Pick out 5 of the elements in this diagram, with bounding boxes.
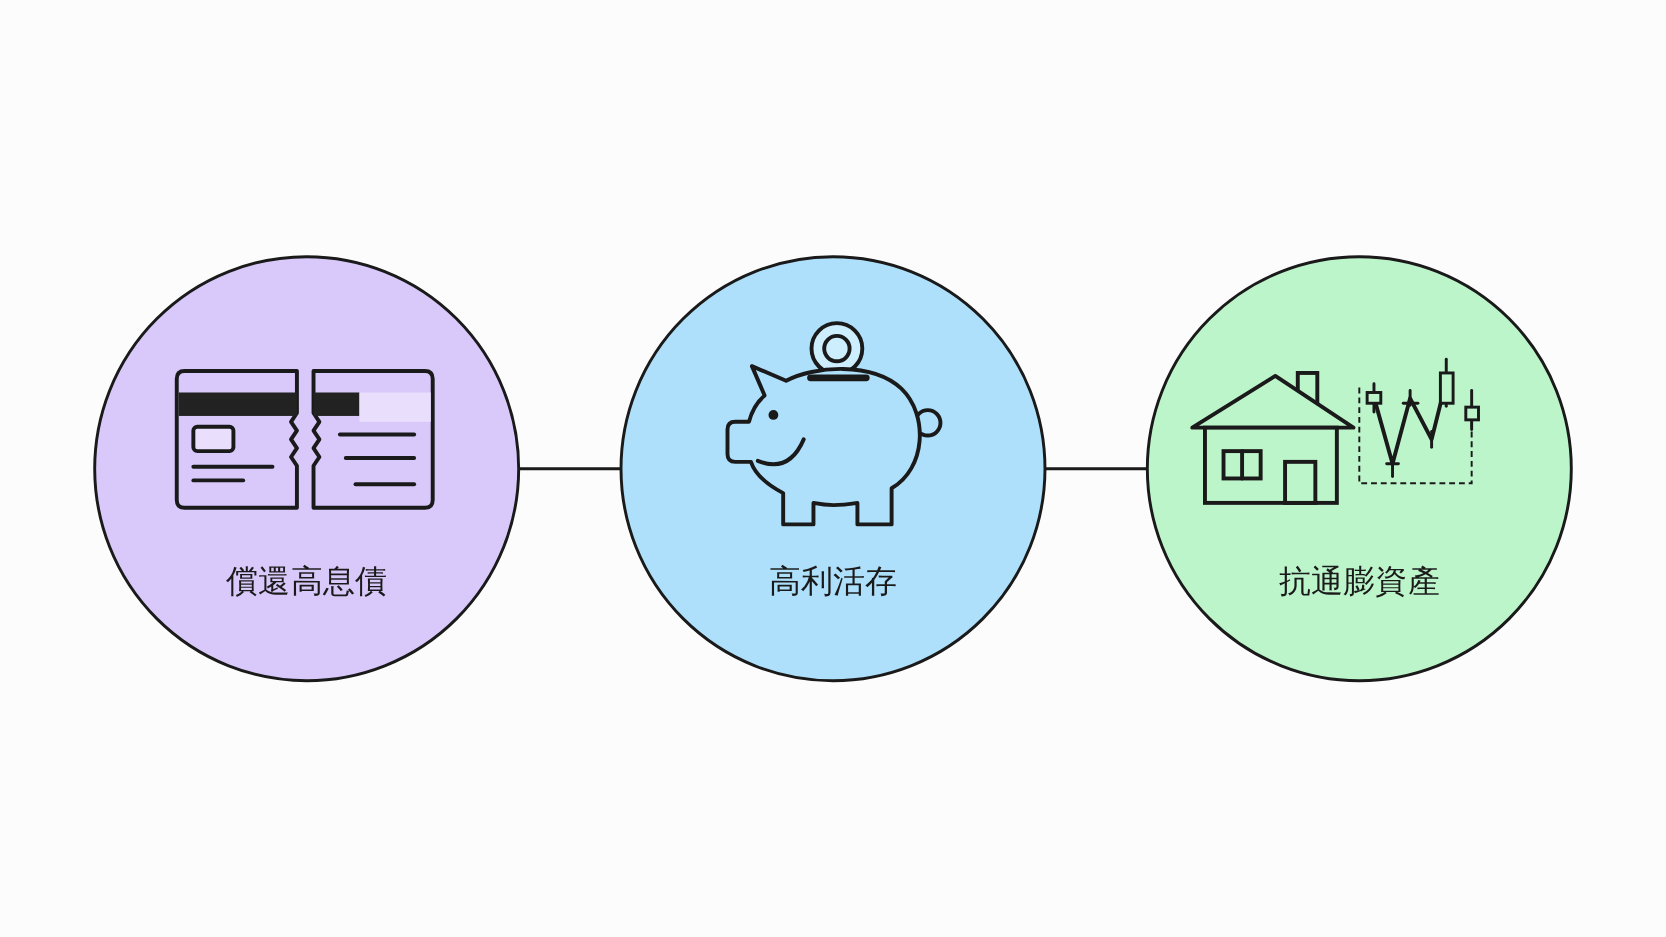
node-label: 高利活存 <box>768 562 898 600</box>
node-label: 抗通膨資產 <box>1278 562 1440 600</box>
connector-line <box>518 467 621 470</box>
connector-line <box>1045 467 1148 470</box>
node-label: 償還高息債 <box>226 562 388 600</box>
